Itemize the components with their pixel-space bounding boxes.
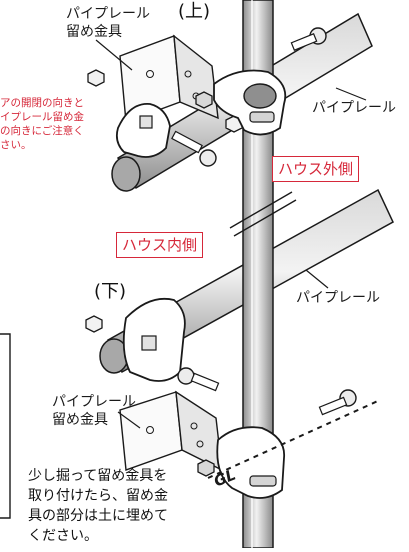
warning-line-1: アの開閉の向きと — [0, 97, 84, 109]
bottom-heading: (下) — [94, 281, 127, 302]
top-heading: (上) — [178, 1, 211, 22]
note-line-4: ください。 — [28, 528, 98, 544]
break-mark — [229, 191, 297, 237]
side-frame — [0, 333, 11, 519]
upper-clamps — [115, 69, 287, 158]
lower-clamps — [85, 297, 220, 392]
note-line-1: 少し掘って留め金具を — [28, 468, 168, 484]
ground-clamp — [216, 389, 357, 499]
note-line-2: 取り付けたら、留め金 — [28, 488, 168, 504]
leader-lines — [95, 39, 367, 429]
ground-line — [207, 399, 381, 479]
house-inside-label: ハウス内側 — [116, 232, 204, 258]
top-fitting-label-line2: 留め金具 — [66, 24, 122, 40]
bottom-rail-label: パイプレール — [296, 290, 380, 306]
bottom-fitting-label-line2: 留め金具 — [52, 412, 108, 428]
top-rail-label: パイプレール — [312, 100, 396, 116]
warning-line-2: イプレール留め金 — [0, 111, 84, 123]
note-line-3: 具の部分は土に埋めて — [28, 508, 168, 524]
house-outside-label: ハウス外側 — [272, 156, 360, 182]
top-fitting-label-line1: パイプレール — [66, 6, 150, 22]
warning-line-4: さい。 — [0, 139, 32, 151]
upper-hardware — [87, 27, 327, 167]
bottom-fitting-label-line1: パイプレール — [52, 394, 136, 410]
warning-line-3: の向きにご注意く — [0, 125, 84, 137]
